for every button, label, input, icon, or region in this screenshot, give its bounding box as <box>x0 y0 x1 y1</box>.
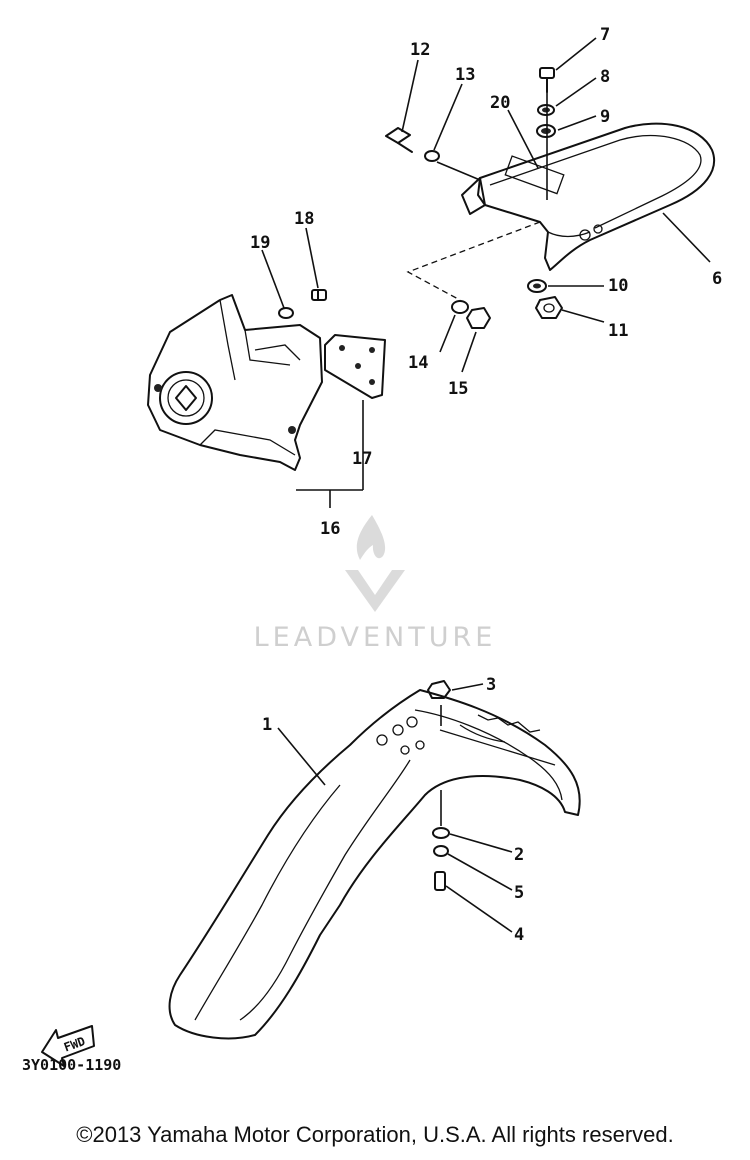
callout-7: 7 <box>600 25 610 45</box>
callout-11: 11 <box>608 321 628 341</box>
watermark-text: LEADVENTURE <box>253 622 497 653</box>
callout-15: 15 <box>448 379 468 399</box>
callout-12: 12 <box>410 40 430 60</box>
callout-10: 10 <box>608 276 628 296</box>
callout-4: 4 <box>514 925 524 945</box>
callout-5: 5 <box>514 883 524 903</box>
copyright-notice: ©2013 Yamaha Motor Corporation, U.S.A. A… <box>76 1122 674 1147</box>
callout-3: 3 <box>486 675 496 695</box>
fwd-arrow-icon: FWD <box>41 1025 95 1067</box>
front-fender <box>168 689 581 1040</box>
callout-1: 1 <box>262 715 272 735</box>
rear-fender <box>461 122 716 271</box>
callout-14: 14 <box>408 353 428 373</box>
callout-labels: 7 8 9 20 12 13 6 10 11 14 15 18 19 17 16… <box>250 25 722 945</box>
callout-9: 9 <box>600 107 610 127</box>
headlight-cover <box>147 294 386 471</box>
callout-13: 13 <box>455 65 475 85</box>
leader-lines <box>261 37 711 933</box>
callout-18: 18 <box>294 209 314 229</box>
drawing-number: 3Y0100-1190 <box>22 1056 122 1074</box>
watermark-logo-icon <box>345 515 405 612</box>
callout-17: 17 <box>352 449 372 469</box>
fasteners <box>278 67 563 891</box>
callout-19: 19 <box>250 233 270 253</box>
callout-6: 6 <box>712 269 722 289</box>
callout-20: 20 <box>490 93 510 113</box>
callout-16: 16 <box>320 519 340 539</box>
fwd-label: FWD <box>62 1034 87 1055</box>
callout-8: 8 <box>600 67 610 87</box>
callout-2: 2 <box>514 845 524 865</box>
